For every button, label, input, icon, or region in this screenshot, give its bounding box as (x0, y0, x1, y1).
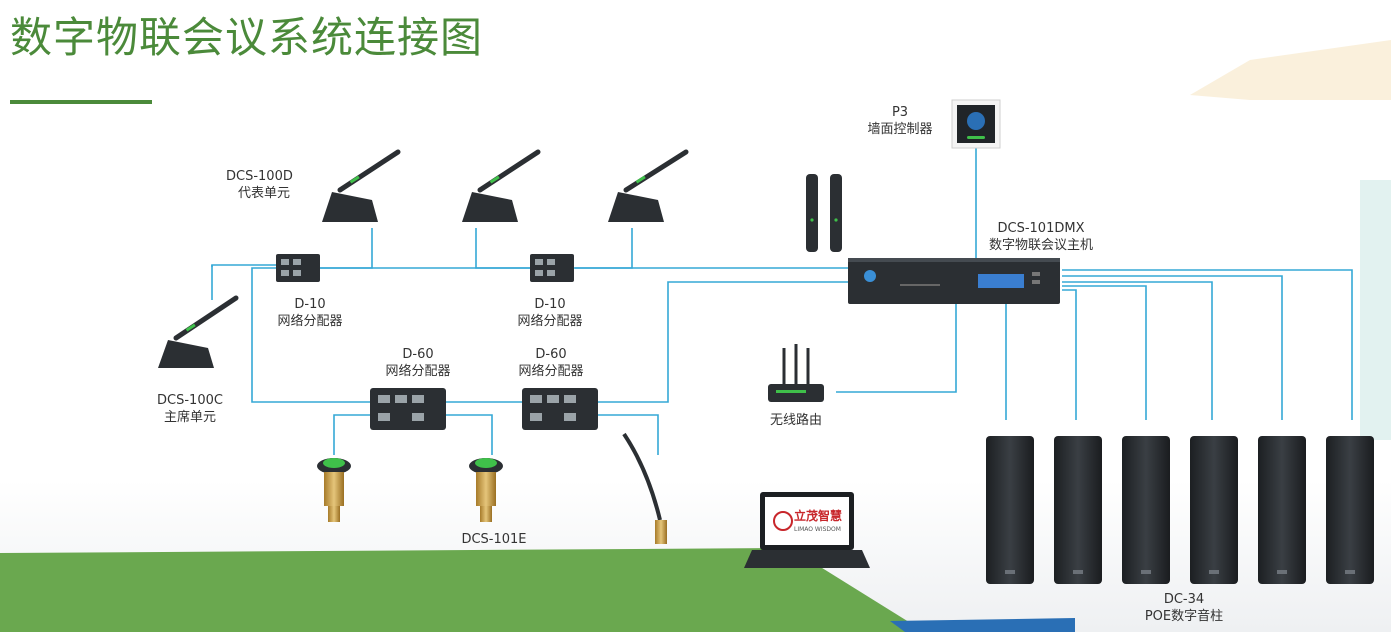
cable-spk-4 (1062, 281, 1213, 420)
dcs101e-model: DCS-101E (461, 532, 527, 547)
d60-splitter-right (522, 388, 598, 430)
laptop-logo: 立茂智慧 LIMAO WISDOM (794, 510, 842, 536)
laptop-logo-sub: LIMAO WISDOM (794, 526, 841, 533)
wall-controller (951, 99, 1001, 149)
cable-left-loop (251, 267, 370, 403)
dcs100c-model: DCS-100C (157, 393, 223, 408)
conference-host (848, 258, 1060, 304)
d10-left-model: D-10 (294, 297, 326, 312)
speaker-2 (1054, 436, 1102, 584)
cable-d10r-up-b (575, 228, 633, 269)
cable-d60l-down-a (333, 414, 372, 455)
label-dcs101e: DCS-101E (446, 531, 542, 548)
cable-spk-6 (1062, 269, 1353, 420)
cable-d60l-down-b (445, 414, 493, 455)
dcs100d-name: 代表单元 (238, 186, 291, 201)
dcs100c-name: 主席单元 (163, 410, 216, 425)
speaker-4 (1190, 436, 1238, 584)
speaker-5 (1258, 436, 1306, 584)
label-d60-right: D-60 网络分配器 (503, 346, 599, 380)
gooseneck-mic (622, 432, 667, 544)
cable-d10r-up-a (475, 228, 530, 269)
bg-wedge-orange (1190, 40, 1391, 100)
p3-model: P3 (891, 105, 909, 120)
router-name: 无线路由 (769, 413, 822, 428)
speaker-3 (1122, 436, 1170, 584)
d60-splitter-left (370, 388, 446, 430)
blue-stripe (890, 618, 1075, 632)
cable-spk-2 (1062, 289, 1077, 420)
cable-router (836, 302, 957, 393)
host-name: 数字物联会议主机 (988, 238, 1093, 253)
d10-splitter-left (276, 254, 320, 282)
title-underline (10, 100, 152, 104)
delegate-unit-3 (608, 149, 689, 222)
wireless-router (768, 344, 824, 402)
label-dcs100c: DCS-100C 主席单元 (142, 392, 238, 426)
d60-left-model: D-60 (402, 347, 434, 362)
flush-mic-1 (317, 458, 351, 522)
cable-gooseneck (598, 414, 659, 455)
laptop-logo-text: 立茂智慧 (794, 509, 843, 523)
speakers-model: DC-34 (1163, 592, 1205, 607)
flush-mic-2 (469, 458, 503, 522)
cable-host-d60r (598, 281, 850, 403)
cable-spk-5 (1062, 275, 1283, 420)
speaker-array (986, 436, 1374, 584)
wireless-mics (806, 174, 842, 252)
label-speakers: DC-34 POE数字音柱 (1124, 591, 1244, 625)
bg-wedge-teal (1360, 180, 1391, 440)
d60-left-name: 网络分配器 (385, 364, 451, 379)
label-d10-right: D-10 网络分配器 (502, 296, 598, 330)
cable-backbone (211, 264, 276, 267)
speaker-1 (986, 436, 1034, 584)
green-floor (0, 548, 925, 632)
d60-right-model: D-60 (535, 347, 567, 362)
chairman-unit (158, 295, 239, 368)
speakers-name: POE数字音柱 (1144, 609, 1224, 624)
delegate-unit-1 (322, 149, 401, 222)
d10-right-name: 网络分配器 (517, 314, 583, 329)
d10-left-name: 网络分配器 (277, 314, 343, 329)
label-dcs100d: DCS-100D 代表单元 (226, 168, 293, 202)
label-router: 无线路由 (748, 412, 844, 429)
page-title: 数字物联会议系统连接图 (10, 13, 484, 62)
label-p3: P3 墙面控制器 (852, 104, 948, 138)
dcs100d-model: DCS-100D (226, 169, 293, 184)
delegate-unit-2 (462, 149, 541, 222)
speaker-6 (1326, 436, 1374, 584)
label-host: DCS-101DMX 数字物联会议主机 (966, 220, 1116, 254)
d10-splitter-right (530, 254, 574, 282)
cable-d10l-to-dcs100d (320, 228, 373, 269)
p3-name: 墙面控制器 (867, 122, 933, 137)
label-d10-left: D-10 网络分配器 (262, 296, 358, 330)
d60-right-name: 网络分配器 (518, 364, 584, 379)
laptop (744, 492, 870, 568)
cable-network (211, 148, 1353, 455)
cable-spk-3 (1062, 285, 1147, 420)
d10-right-model: D-10 (534, 297, 566, 312)
label-d60-left: D-60 网络分配器 (370, 346, 466, 380)
host-model: DCS-101DMX (997, 221, 1085, 236)
cable-spk-1 (1005, 295, 1058, 420)
